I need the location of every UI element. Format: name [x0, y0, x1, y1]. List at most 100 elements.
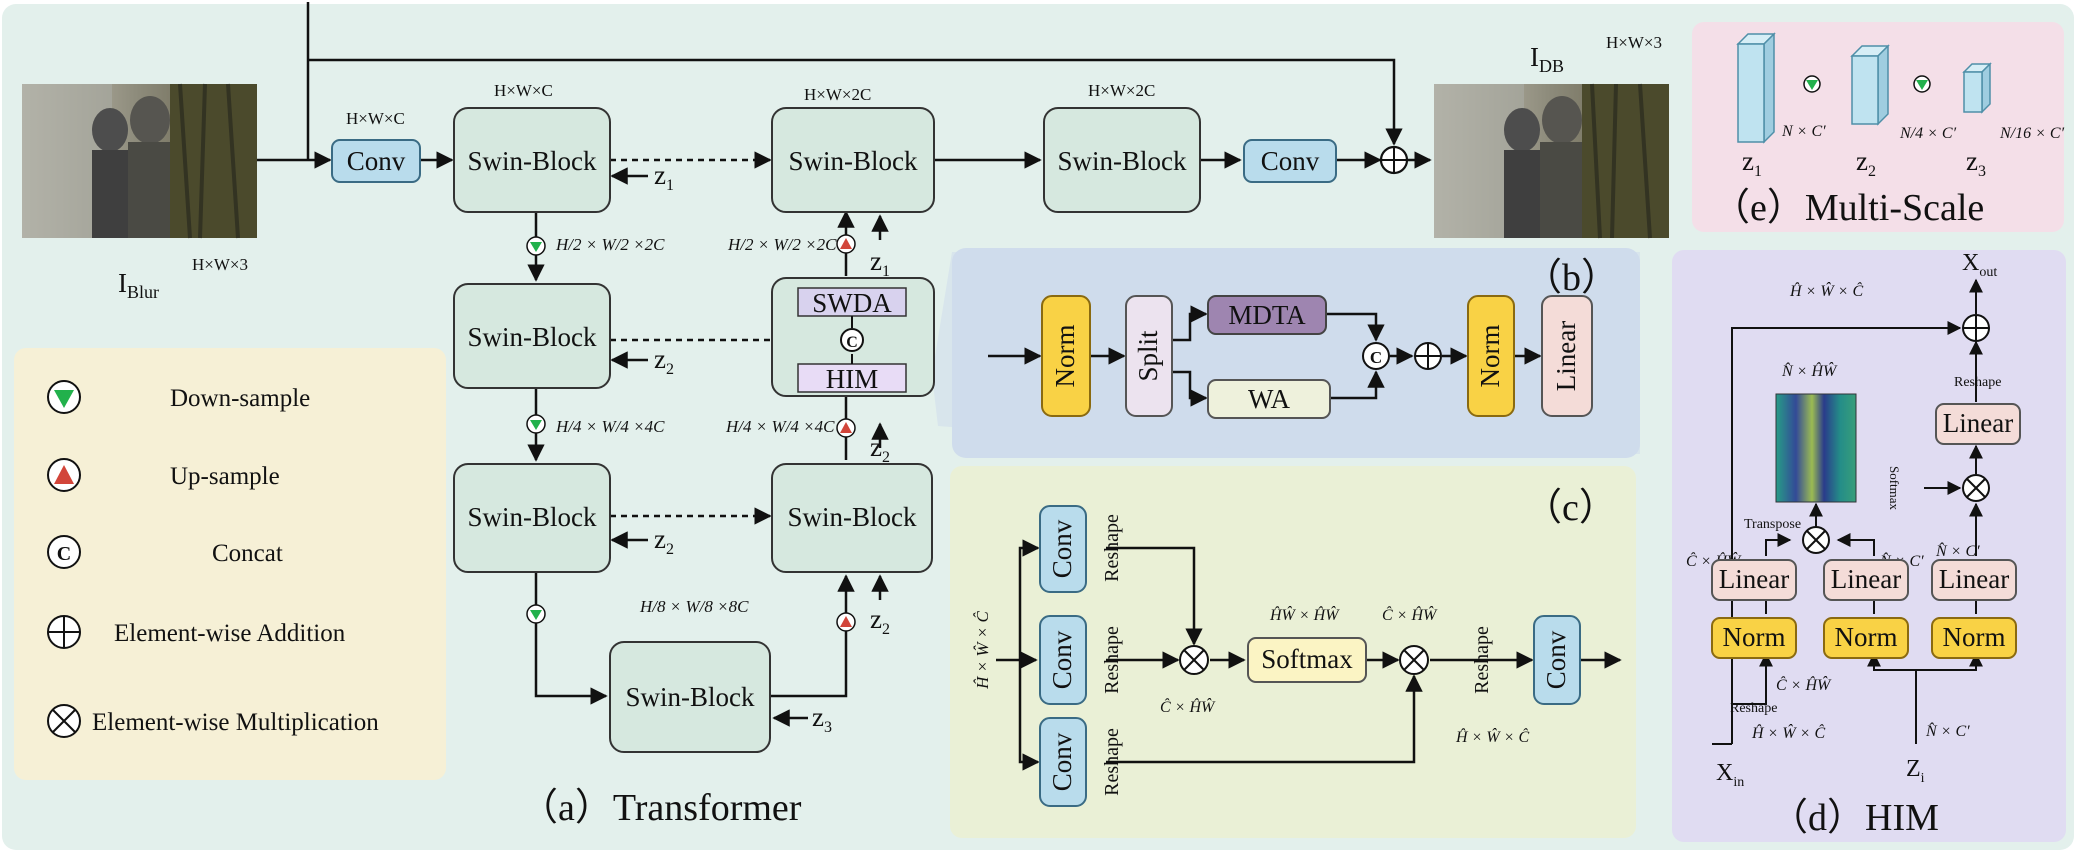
svg-text:Swin-Block: Swin-Block [625, 682, 755, 712]
svg-text:Norm: Norm [1723, 622, 1786, 652]
linear-block: Linear [1823, 559, 1909, 601]
panel-e-content: N × C′ N/4 × C′ N/16 × C′ z1 z2 z3 （e）Mu… [1712, 32, 2065, 229]
dim-bottom: H/8 × W/8 ×8C [639, 597, 749, 616]
reshape-label: Reshape [1101, 626, 1123, 694]
dim-mul1: Ĉ × ĤŴ [1160, 697, 1216, 716]
z2-label: z2 [870, 432, 890, 466]
svg-text:WA: WA [1248, 384, 1290, 414]
x-out-label: Xout [1962, 250, 1997, 280]
blur-image-label: IBlur [118, 268, 159, 302]
legend-item: Down-sample [170, 385, 310, 412]
z3-label: z3 [812, 702, 832, 736]
svg-text:Swin-Block: Swin-Block [1057, 146, 1187, 176]
svg-text:C: C [1370, 348, 1382, 367]
panel-b-content: （b） Norm Split MDTA WA [988, 257, 1619, 419]
panel-d [1672, 250, 2066, 842]
multiply-icon [47, 704, 81, 738]
cube-z3 [1962, 62, 1992, 114]
legend-item: Element-wise Multiplication [92, 709, 379, 736]
svg-text:Norm: Norm [1475, 325, 1505, 388]
conv-block: Conv [1039, 615, 1087, 705]
svg-text:Swin-Block: Swin-Block [788, 146, 918, 176]
transpose-label: Transpose [1744, 517, 1801, 532]
svg-text:MDTA: MDTA [1228, 300, 1306, 330]
svg-text:Norm: Norm [1943, 622, 2006, 652]
cube-z2 [1850, 44, 1890, 126]
multiply-icon [1179, 645, 1209, 675]
down-sample-icon [1913, 75, 1931, 93]
svg-text:Conv: Conv [1541, 630, 1571, 689]
blur-image-dim: H×W×3 [192, 255, 248, 274]
multiply-icon [1802, 526, 1830, 554]
swin-block-up-1: Swin-Block [771, 107, 935, 213]
svg-text:Conv: Conv [1047, 732, 1077, 791]
norm-block: Norm [1823, 617, 1909, 659]
swin-block-up-3: Swin-Block [771, 463, 933, 573]
concat-icon: C [1362, 342, 1390, 370]
z1-label: z1 [870, 246, 890, 280]
dim-conv-in: H×W×C [346, 109, 405, 128]
dim-him-top: Ĥ × Ŵ × Ĉ [1789, 281, 1863, 300]
svg-text:Conv: Conv [1047, 630, 1077, 689]
multiply-icon [1399, 645, 1429, 675]
reshape-label: Reshape [1101, 514, 1123, 582]
up-sample-icon [836, 612, 856, 632]
dim-e2: N/4 × C′ [1899, 125, 1957, 142]
linear-block: Linear [1931, 559, 2017, 601]
add-icon [1414, 342, 1442, 370]
svg-text:Norm: Norm [1050, 325, 1080, 388]
dim-attn: N̂ × ĤŴ [1781, 361, 1838, 380]
down-sample-icon [526, 236, 546, 256]
linear-block: Linear [1541, 295, 1593, 417]
dim-x-in: Ĥ × Ŵ × Ĉ [1751, 723, 1825, 742]
svg-text:C: C [57, 543, 71, 565]
add-icon [1379, 145, 1409, 175]
svg-text:Conv: Conv [1261, 146, 1320, 176]
dim-c-in: Ĥ × Ŵ × Ĉ [973, 610, 992, 689]
norm-block: Norm [1041, 295, 1091, 417]
swin-block-out: Swin-Block [1043, 107, 1201, 213]
z-i-label: Zi [1906, 756, 1925, 786]
dim-down1: H/2 × W/2 ×2C [555, 235, 665, 254]
down-sample-icon [526, 414, 546, 434]
softmax-block: Softmax [1247, 637, 1367, 683]
split-block: Split [1125, 295, 1173, 417]
swin-block-3: Swin-Block [453, 463, 611, 573]
add-icon [1962, 314, 1990, 342]
z2-label: z2 [870, 604, 890, 638]
dim-e1: N × C′ [1781, 123, 1826, 140]
svg-text:Linear: Linear [1831, 564, 1901, 594]
dim-up1: H/2 × W/2 ×2C [727, 235, 837, 254]
him-label: HIM [826, 364, 879, 394]
z2-label: z2 [654, 524, 674, 558]
svg-text:Swin-Block: Swin-Block [467, 322, 597, 352]
z2-label: z2 [1856, 146, 1876, 180]
legend-item: Element-wise Addition [114, 620, 346, 647]
wa-block: WA [1207, 379, 1331, 419]
z1-label: z1 [1742, 146, 1762, 180]
legend-item: Up-sample [170, 463, 280, 490]
svg-text:Linear: Linear [1551, 321, 1581, 391]
reshape-label: Reshape [1730, 701, 1777, 716]
fusion-block: SWDA HIM C [771, 277, 935, 397]
z1-label: z1 [654, 160, 674, 194]
conv-block: Conv [1533, 615, 1581, 705]
conv-block-in: Conv [331, 139, 421, 183]
up-sample-icon [47, 458, 81, 492]
dim-softmax: ĤŴ × ĤŴ [1269, 605, 1340, 624]
svg-text:Softmax: Softmax [1261, 644, 1353, 674]
db-image-dim: H×W×3 [1606, 33, 1662, 52]
reshape-label: Reshape [1101, 728, 1123, 796]
svg-text:Swin-Block: Swin-Block [467, 502, 597, 532]
concat-icon [840, 328, 864, 352]
multi-scale-title: （e）Multi-Scale [1712, 187, 1984, 229]
conv-block-out: Conv [1243, 139, 1337, 183]
dim-down2: H/4 × W/4 ×4C [555, 417, 665, 436]
transformer-title: （a）Transformer [520, 787, 802, 829]
reshape-label: Reshape [1954, 375, 2001, 390]
norm-block: Norm [1711, 617, 1797, 659]
reshape-label: Reshape [1471, 626, 1493, 694]
panel-b-callout [932, 252, 1640, 454]
concat-icon: C [47, 535, 81, 569]
